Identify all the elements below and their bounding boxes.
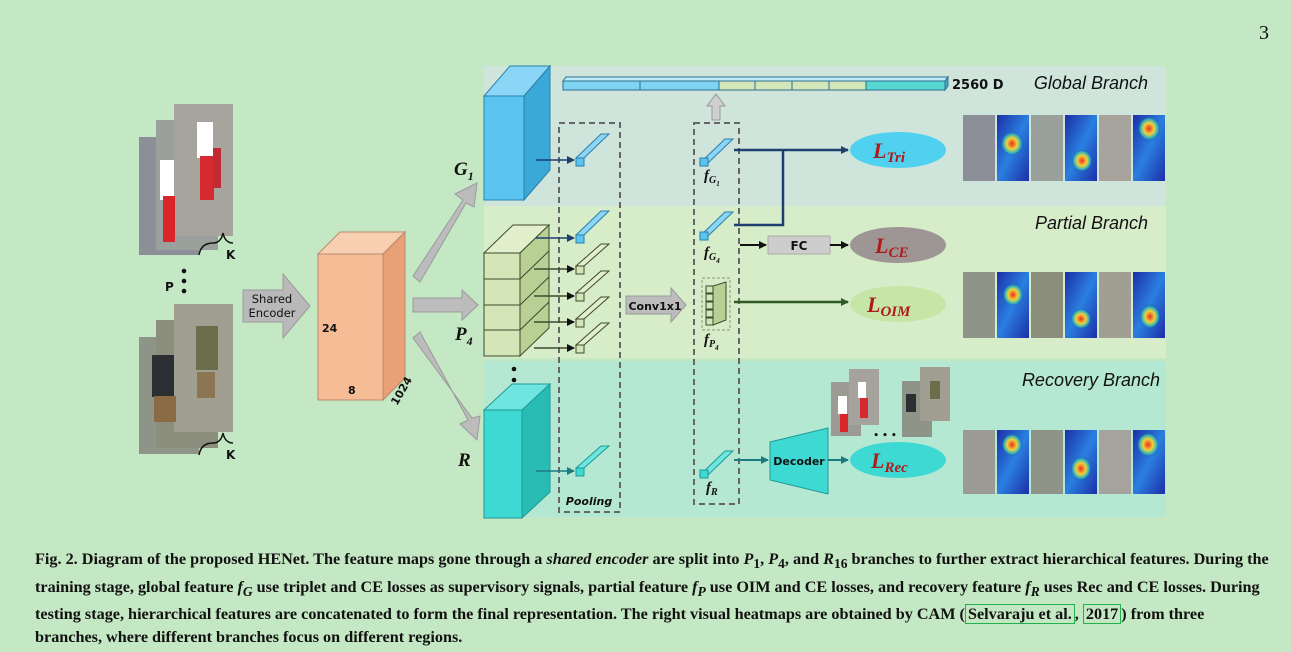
fc-label: FC: [790, 239, 807, 253]
final-features: [698, 138, 735, 479]
k-label-top: K: [226, 248, 236, 262]
decoder-label: Decoder: [773, 455, 825, 468]
input-images-bottom: [139, 304, 233, 454]
r-label: R: [457, 450, 471, 471]
loss-ce-label: LCE: [874, 233, 908, 261]
partial-branch-label: Partial Branch: [1035, 213, 1148, 233]
p-label: P: [165, 280, 174, 294]
loss-rec-ellipse: [850, 442, 946, 478]
split-arrow-r: [412, 331, 481, 442]
feature-box: [693, 122, 740, 505]
loss-ce-ellipse: [850, 227, 946, 263]
dim-2560-label: 2560 D: [952, 78, 1004, 93]
pooling-label: Pooling: [566, 495, 613, 508]
g1-label: G1: [454, 159, 474, 183]
concat-vector: [562, 75, 949, 92]
concat-up-arrow: [706, 93, 726, 121]
shared-encoder-label-2: Encoder: [248, 306, 295, 320]
fg4-to-tri-line: [734, 150, 785, 227]
split-arrow-g1: [412, 182, 478, 283]
reconstructed-ellipsis: • • •: [873, 431, 897, 441]
dim-8-label: 8: [348, 384, 356, 397]
k-brace-bottom: [198, 432, 234, 456]
reconstructed-images: [831, 367, 950, 437]
loss-tri-ellipse: [850, 132, 946, 168]
page-number: 3: [1259, 22, 1269, 44]
heatmaps-recovery: [963, 430, 1165, 494]
r-feature-block: [482, 382, 552, 520]
shared-encoder-label-1: Shared: [252, 292, 293, 306]
fr-label: fR: [706, 480, 718, 498]
citation-year-link[interactable]: 2017: [1082, 604, 1122, 625]
pooled-vectors: [534, 133, 611, 477]
input-images-top: [139, 104, 233, 255]
loss-tri-label: LTri: [872, 138, 906, 166]
loss-rec-label: LRec: [870, 448, 908, 476]
p4-label: P4: [454, 324, 473, 348]
fg4-label: fG4: [704, 245, 720, 265]
p4-feature-block: [482, 223, 551, 358]
encoder-feature-map: [316, 230, 407, 402]
conv-label: Conv1x1: [628, 300, 681, 313]
citation-author-link[interactable]: Selvaraju et al.: [964, 604, 1075, 625]
caption-fig: Fig. 2.: [35, 550, 78, 568]
figure-caption: Fig. 2. Diagram of the proposed HENet. T…: [35, 550, 1269, 646]
decoder-block: [769, 427, 829, 495]
loss-oim-ellipse: [850, 286, 946, 322]
k-brace-top: [198, 232, 234, 256]
split-arrow-p4: [412, 288, 479, 322]
heatmaps-partial: [963, 272, 1165, 338]
fp4-label: fP4: [704, 332, 719, 352]
pooling-box: [558, 122, 621, 513]
recovery-branch-label: Recovery Branch: [1022, 370, 1160, 390]
heatmaps-global: [963, 115, 1165, 181]
global-branch-label: Global Branch: [1034, 73, 1148, 93]
conv-arrow: [625, 286, 687, 324]
fg1-label: fG1: [704, 168, 720, 188]
henet-diagram: Global Branch Partial Branch Recovery Br…: [139, 64, 1166, 520]
k-label-bottom: K: [226, 448, 236, 462]
g1-feature-block: [482, 64, 552, 202]
shared-encoder-arrow: [242, 272, 311, 340]
loss-oim-label: LOIM: [866, 292, 911, 320]
dim-24-label: 24: [322, 322, 338, 335]
